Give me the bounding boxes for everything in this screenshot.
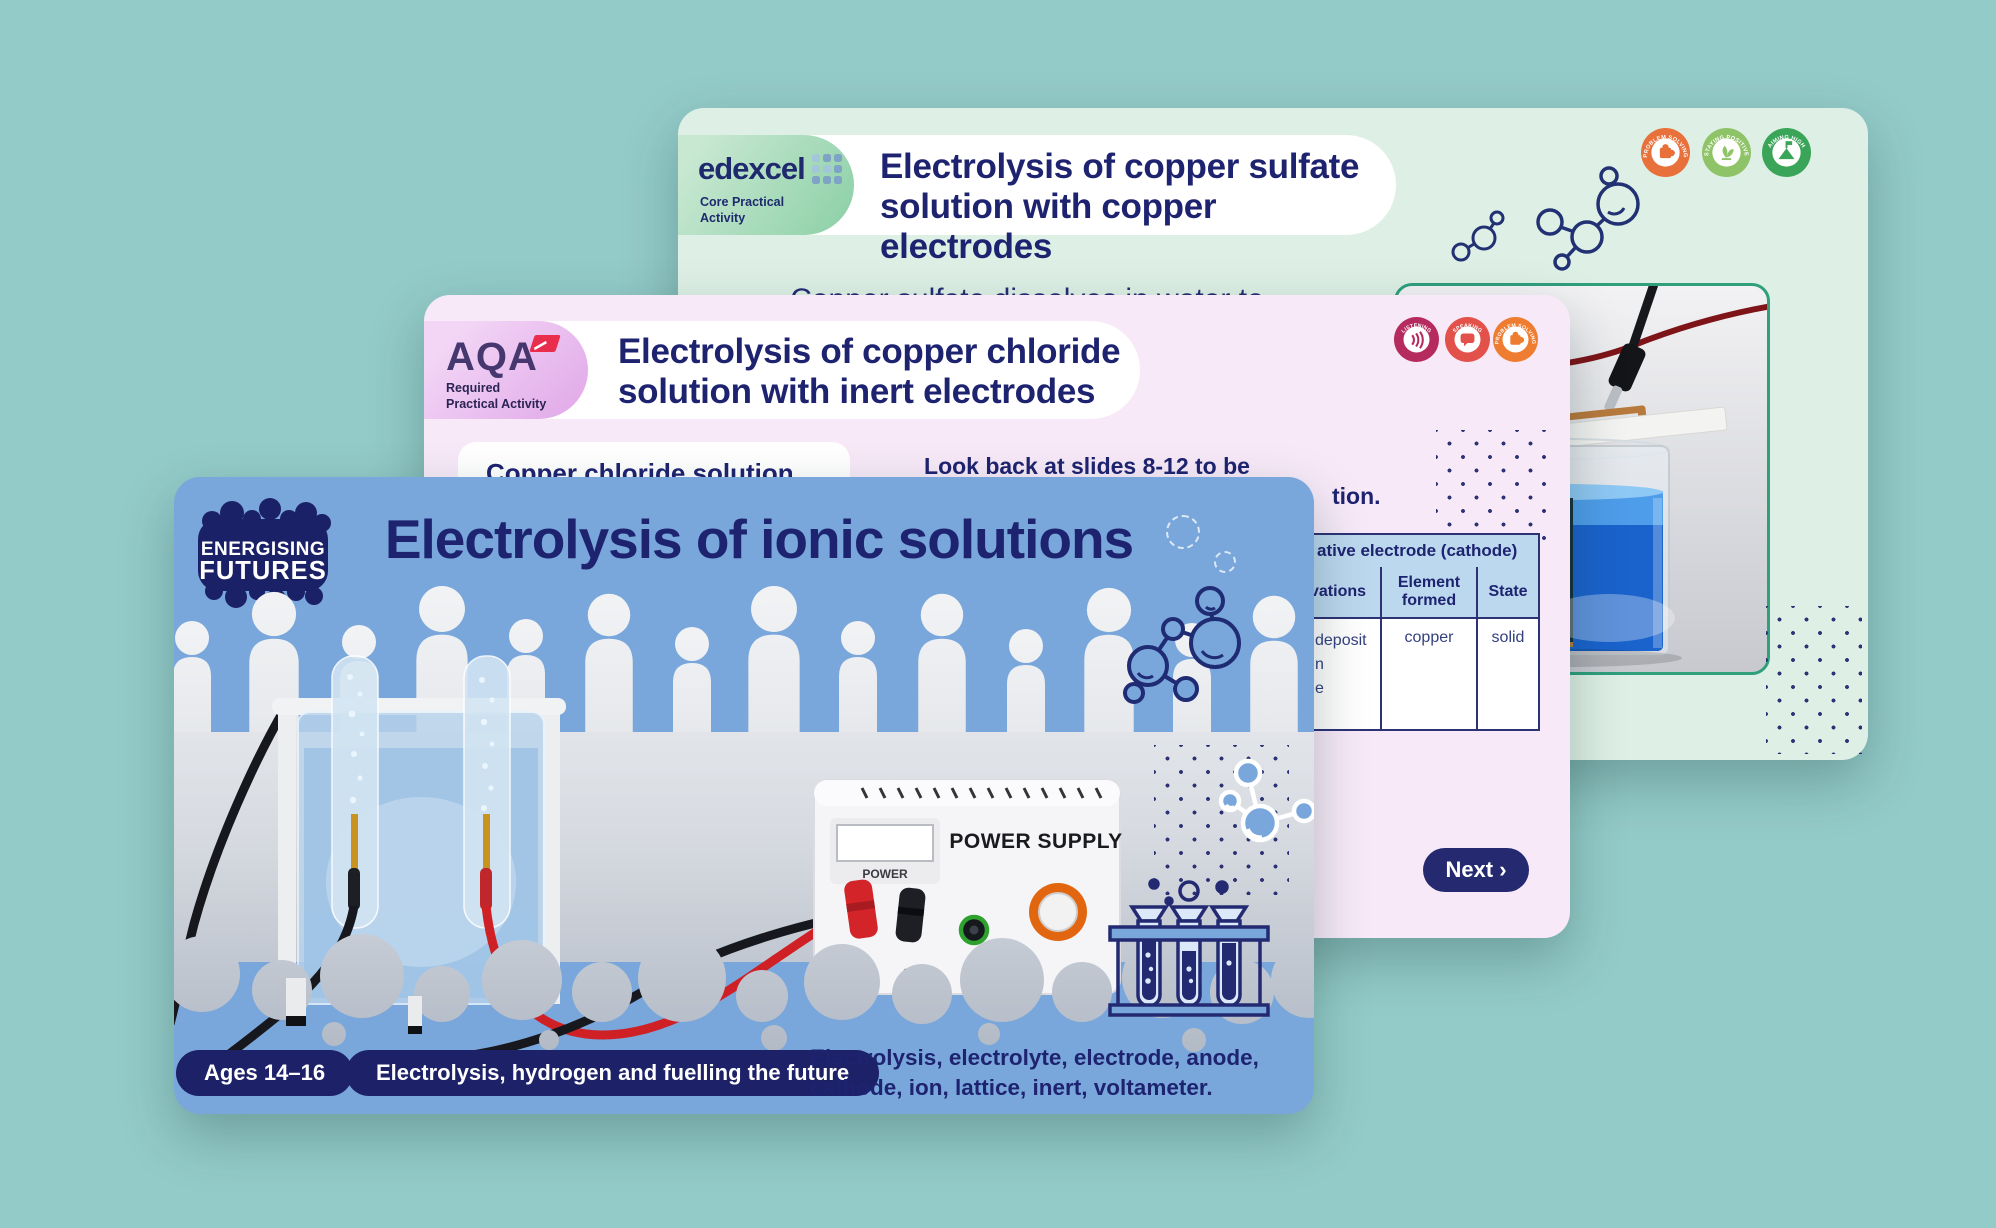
power-supply-label: POWER SUPPLY xyxy=(949,830,1122,853)
aqa-body-line2-fragment: tion. xyxy=(1332,483,1381,509)
bubble-doodle xyxy=(1166,515,1200,549)
cell-element: copper xyxy=(1382,619,1478,731)
frame-leg xyxy=(286,978,422,1034)
edexcel-subtitle: Core Practical Activity xyxy=(700,195,785,225)
badge-problem-solving: PROBLEM SOLVING xyxy=(1641,128,1690,177)
svg-text:FUTURES: FUTURES xyxy=(199,557,326,585)
power-display-label: POWER xyxy=(862,867,908,881)
badge-listening: LISTENING xyxy=(1394,317,1439,362)
edexcel-header-pill: edexcel Core Practical Activity Electrol… xyxy=(678,135,1396,266)
next-button[interactable]: Next › xyxy=(1423,848,1529,892)
aqa-logo-text: AQA xyxy=(446,335,538,379)
positive-terminal xyxy=(844,879,878,939)
molecule-doodle-small xyxy=(1451,210,1505,262)
power-supply: POWER POWER SUPPLY + GND xyxy=(813,779,1122,995)
badge-speaking: SPEAKING xyxy=(1445,317,1490,362)
ages-badge: Ages 14–16 xyxy=(176,1050,354,1096)
dot-pattern-pink xyxy=(1436,430,1548,546)
topic-badge: Electrolysis, hydrogen and fuelling the … xyxy=(346,1050,880,1096)
badge-staying-positive: STAYING POSITIVE xyxy=(1702,128,1751,177)
aqa-logo-block: AQA Required Practical Activity xyxy=(424,321,588,419)
molecule-doodle-white xyxy=(1218,758,1314,843)
table-row: deposit n e copper solid xyxy=(1300,619,1540,731)
edexcel-slide-title: Electrolysis of copper sulfate solution … xyxy=(880,147,1360,266)
badge-aiming-high: AIMING HIGH xyxy=(1762,128,1811,177)
edexcel-logo-text: edexcel xyxy=(698,151,806,186)
results-table: ative electrode (cathode) vations Elemen… xyxy=(1300,533,1540,731)
aqa-subtitle: Required Practical Activity xyxy=(446,381,547,411)
table-col-element-formed: Element formed xyxy=(1382,567,1478,619)
main-title: Electrolysis of ionic solutions xyxy=(384,508,1134,570)
svg-text:ENERGISING: ENERGISING xyxy=(201,539,325,560)
aqa-flag-icon xyxy=(529,335,561,352)
test-tube-rack-doodle xyxy=(1108,878,1270,1017)
crowd-photo-band: POWER POWER SUPPLY + GND xyxy=(174,586,1314,1082)
svg-text:SPEAKING: SPEAKING xyxy=(1452,323,1483,334)
edexcel-logo-block: edexcel Core Practical Activity xyxy=(678,135,854,235)
ground-terminal xyxy=(895,887,926,943)
dot-pattern-green xyxy=(1766,606,1862,754)
mountain-flag-icon xyxy=(1778,141,1795,160)
sound-waves-icon xyxy=(1411,331,1424,349)
slide-title-energising-futures[interactable]: ENERGISING FUTURES Electrolysis of ionic… xyxy=(174,477,1314,1114)
badge-problem-solving-pink: PROBLEM SOLVING xyxy=(1493,317,1538,362)
cell-state: solid xyxy=(1478,619,1540,731)
table-col-state: State xyxy=(1478,567,1540,619)
molecule-doodle-navy xyxy=(1123,586,1241,704)
puzzle-icon xyxy=(1510,331,1525,345)
aqa-header-pill: AQA Required Practical Activity Electrol… xyxy=(424,321,1140,419)
aqa-slide-title: Electrolysis of copper chloride solution… xyxy=(618,332,1121,411)
table-span-header: ative electrode (cathode) xyxy=(1300,533,1540,567)
bubble-doodle xyxy=(1214,551,1236,573)
keywords-text: Electrolysis, electrolyte, electrode, an… xyxy=(810,1045,1259,1101)
svg-text:LISTENING: LISTENING xyxy=(1401,323,1433,335)
edexcel-dots-icon xyxy=(811,154,842,184)
molecule-doodle-large xyxy=(1536,166,1640,271)
plant-icon xyxy=(1721,145,1734,161)
puzzle-icon xyxy=(1659,144,1675,159)
